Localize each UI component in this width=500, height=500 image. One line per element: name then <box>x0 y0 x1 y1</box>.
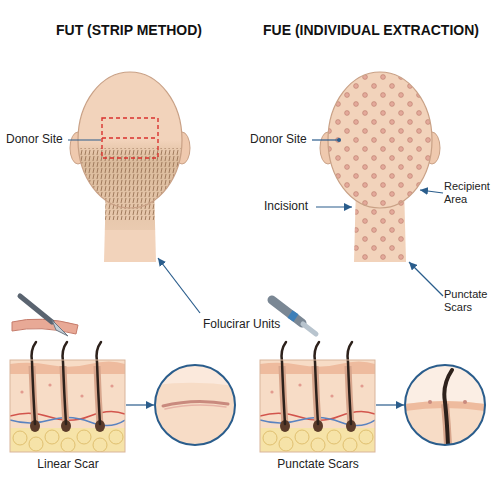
skin-strip <box>12 319 78 334</box>
skin-section-part-part-part <box>93 438 107 452</box>
magnified-punctate-scar-part-part <box>405 365 485 445</box>
leader-arrow <box>316 206 352 207</box>
skin-section-part-part <box>20 390 23 393</box>
skin-section-part-part <box>270 390 273 393</box>
magnified-punctate-scar-part-part <box>463 400 467 404</box>
skin-section-part-part-part <box>109 430 123 444</box>
scalpel-handle <box>20 296 52 322</box>
part-label: Donor Site <box>6 133 68 147</box>
hair-part <box>70 140 190 230</box>
magnified-punctate-scar <box>405 365 485 445</box>
donor-strip-outline <box>102 118 158 158</box>
head-fue <box>320 68 440 268</box>
skin-section-part-part <box>298 383 301 386</box>
head-outline <box>328 72 432 208</box>
magnified-scar <box>155 365 235 445</box>
magnified-scar-part-part <box>155 365 235 445</box>
extraction-dots <box>320 68 440 268</box>
skin-section-part-part <box>10 360 125 452</box>
magnified-punctate-scar-part-part <box>428 400 432 404</box>
part-label: Punctate Scars <box>258 458 378 472</box>
magnify-arrow <box>126 404 154 405</box>
skin-section <box>10 342 125 452</box>
skin-section-part-part <box>13 430 123 452</box>
hair-shafts-part <box>97 342 102 424</box>
skin-section-part-part-part <box>359 430 373 444</box>
part-label: Incisiont <box>264 200 318 214</box>
skin-section-part-part-part <box>61 438 75 452</box>
magnify-arrow <box>376 404 404 405</box>
hair-shafts-part <box>32 342 37 424</box>
magnified-punctate-scar-part-part <box>444 370 452 445</box>
skin-section-part-part-part <box>279 437 293 451</box>
skin-section-part-part <box>48 383 51 386</box>
leader-arrow <box>420 190 443 193</box>
magnified-scar-part <box>155 365 235 445</box>
skin-section-part <box>10 360 125 452</box>
follicles <box>30 366 105 432</box>
scalpel-blade <box>52 320 68 336</box>
hair-shafts <box>282 342 353 424</box>
leader-line <box>68 139 101 140</box>
panel-heading: FUT (STRIP METHOD) <box>4 22 254 38</box>
hair-shafts-part <box>315 342 320 424</box>
magnified-punctate-scar-part <box>405 365 485 445</box>
punch-tip <box>303 324 316 334</box>
skin-section-part-part <box>80 394 83 397</box>
leader-arrow <box>158 258 200 313</box>
head-fut <box>70 72 190 262</box>
magnified-scar-part <box>155 365 235 445</box>
skin-section-part-part-part <box>13 431 27 445</box>
extraction-dots-part <box>320 68 440 268</box>
part-label: Linear Scar <box>10 458 126 472</box>
hair <box>70 140 190 230</box>
skin-section <box>260 342 375 452</box>
skin-section-part-part <box>263 430 373 452</box>
skin-section-part <box>260 360 375 452</box>
leader-arrow <box>409 262 443 296</box>
skin-section-part-part-part <box>263 431 277 445</box>
part-label: Donor Site <box>250 133 312 147</box>
skin-section-part-part <box>10 362 125 375</box>
leader-dot <box>337 138 341 142</box>
scalpel <box>12 296 78 336</box>
donor-strip-line <box>102 137 158 138</box>
skin-section-part-part-part <box>343 438 357 452</box>
magnified-scar-part-part <box>165 405 226 409</box>
skin-section-part-part-part <box>327 430 341 444</box>
skin-section-part-part-part <box>77 430 91 444</box>
panel-heading: FUE (INDIVIDUAL EXTRACTION) <box>246 22 496 38</box>
skin-section-part-part <box>360 384 363 387</box>
part-label: Punctate Scars <box>444 288 496 313</box>
skin-section-part-part <box>110 384 113 387</box>
leader-line <box>312 139 338 140</box>
skin-section-part-part-part <box>311 438 325 452</box>
skin-section-part <box>10 360 125 452</box>
hair-shafts <box>32 342 102 424</box>
magnified-punctate-scar-part <box>405 365 485 445</box>
skin-section-part-part <box>330 394 333 397</box>
hair-shafts-part <box>63 342 68 424</box>
hair-shafts-part <box>282 342 287 424</box>
punch-band <box>290 314 296 318</box>
hair-part <box>70 148 190 220</box>
part-label: Folucirar Units <box>203 318 303 332</box>
skin-section-part-part-part <box>295 430 309 444</box>
part-label: Recipient Area <box>444 180 496 205</box>
skin-section-part-part-part <box>45 430 59 444</box>
hair-shafts-part <box>348 342 353 424</box>
skin-section-part-part-part <box>29 437 43 451</box>
